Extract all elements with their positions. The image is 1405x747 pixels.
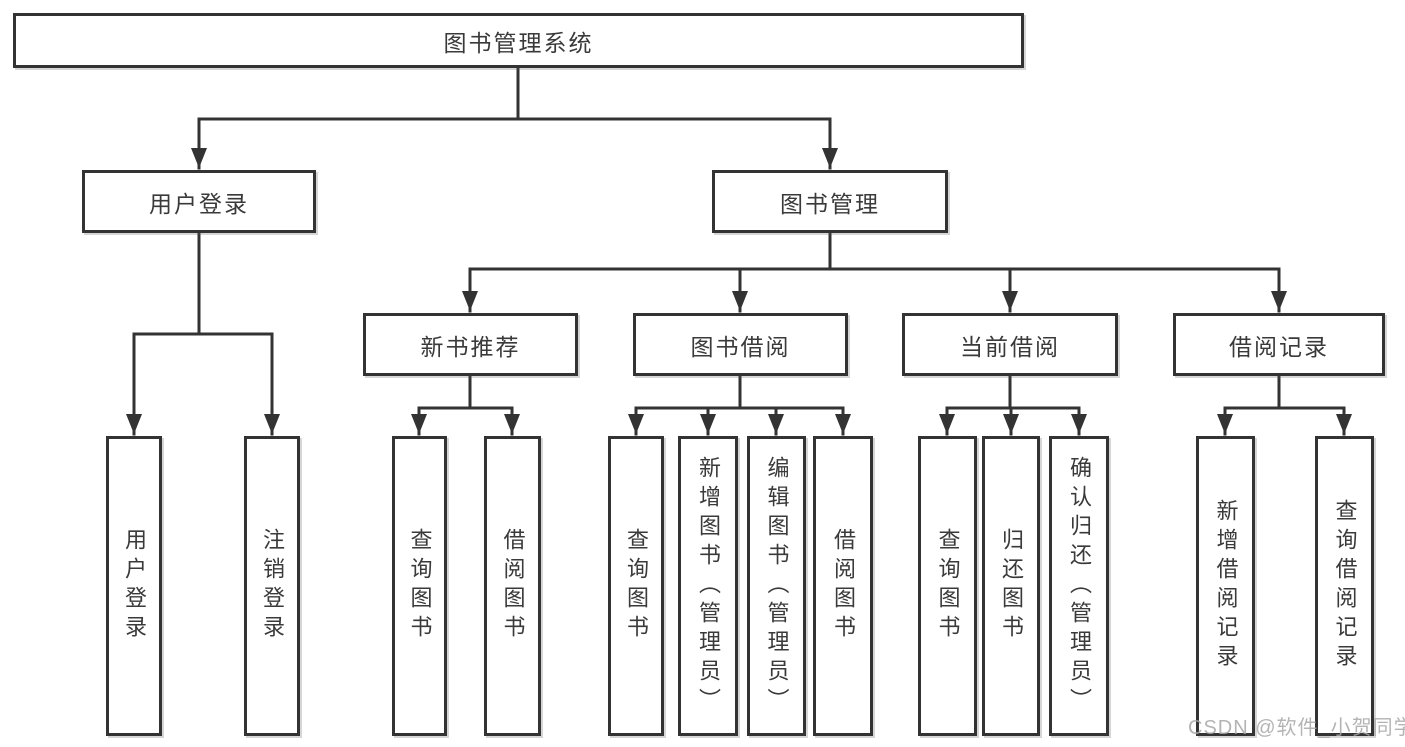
leaf-return-books-label: 归还图书 bbox=[999, 528, 1024, 644]
leaf-logout-label: 注销登录 bbox=[260, 528, 285, 644]
leaf-add-book-admin: 新增图书（管理员） bbox=[678, 436, 738, 736]
node-user-login: 用户登录 bbox=[82, 170, 316, 233]
node-borrow-records: 借阅记录 bbox=[1173, 313, 1385, 376]
node-new-book-recommend: 新书推荐 bbox=[363, 313, 578, 376]
leaf-user-login: 用户登录 bbox=[106, 436, 162, 736]
leaf-confirm-return-admin-label: 确认归还（管理员） bbox=[1067, 455, 1092, 717]
leaf-borrow-books-borrowing-label: 借阅图书 bbox=[831, 528, 856, 644]
leaf-query-borrow-record: 查询借阅记录 bbox=[1315, 436, 1374, 736]
leaf-query-books-borrowing-label: 查询图书 bbox=[624, 528, 649, 644]
leaf-add-borrow-record: 新增借阅记录 bbox=[1196, 436, 1255, 736]
leaf-edit-book-admin: 编辑图书（管理员） bbox=[747, 436, 806, 736]
leaf-logout: 注销登录 bbox=[244, 436, 300, 736]
node-borrow-records-label: 借阅记录 bbox=[1229, 333, 1329, 360]
csdn-watermark: CSDN @软件_小贺同学 bbox=[1188, 717, 1405, 739]
leaf-return-books: 归还图书 bbox=[982, 436, 1040, 736]
node-library-system: 图书管理系统 bbox=[13, 13, 1024, 68]
leaf-query-borrow-record-label: 查询借阅记录 bbox=[1332, 499, 1358, 673]
node-user-login-label: 用户登录 bbox=[149, 190, 249, 217]
node-library-system-label: 图书管理系统 bbox=[443, 29, 594, 56]
node-new-book-recommend-label: 新书推荐 bbox=[420, 333, 521, 360]
leaf-user-login-label: 用户登录 bbox=[122, 528, 147, 644]
leaf-query-books-borrowing: 查询图书 bbox=[608, 436, 664, 736]
node-book-borrowing: 图书借阅 bbox=[633, 313, 848, 376]
leaf-add-book-admin-label: 新增图书（管理员） bbox=[696, 455, 721, 717]
node-book-borrowing-label: 图书借阅 bbox=[690, 333, 791, 360]
leaf-edit-book-admin-label: 编辑图书（管理员） bbox=[764, 455, 790, 717]
node-current-borrowing-label: 当前借阅 bbox=[960, 333, 1060, 360]
leaf-query-books-recommend-label: 查询图书 bbox=[407, 528, 433, 644]
leaf-borrow-books-borrowing: 借阅图书 bbox=[813, 436, 873, 736]
leaf-add-borrow-record-label: 新增借阅记录 bbox=[1213, 499, 1239, 673]
leaf-query-books-recommend: 查询图书 bbox=[392, 436, 447, 736]
leaf-borrow-books-recommend-label: 借阅图书 bbox=[500, 528, 526, 644]
node-book-management: 图书管理 bbox=[712, 170, 948, 233]
leaf-query-books-current-label: 查询图书 bbox=[935, 528, 961, 644]
node-current-borrowing: 当前借阅 bbox=[902, 313, 1118, 376]
leaf-confirm-return-admin: 确认归还（管理员） bbox=[1049, 436, 1109, 736]
leaf-query-books-current: 查询图书 bbox=[918, 436, 977, 736]
node-book-management-label: 图书管理 bbox=[780, 190, 880, 217]
leaf-borrow-books-recommend: 借阅图书 bbox=[484, 436, 541, 736]
